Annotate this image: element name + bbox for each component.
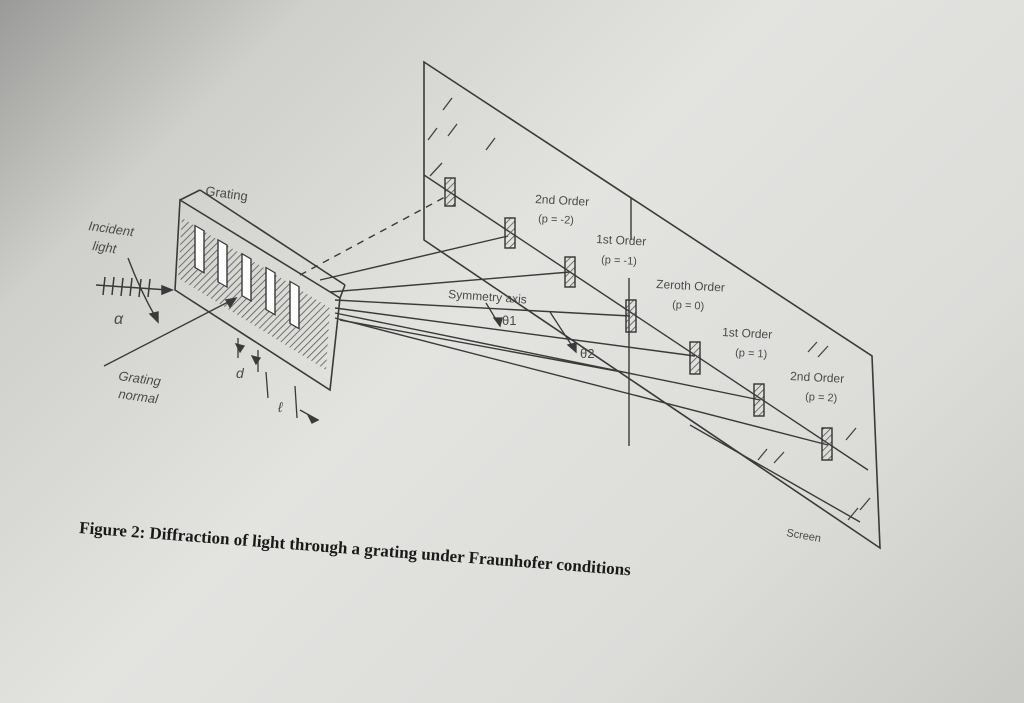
screen-lower-line: [689, 424, 861, 523]
screen-ticks: [427, 97, 871, 521]
theta1-label: θ1: [502, 313, 516, 328]
symmetry-axis-label: Symmetry axis: [448, 287, 527, 306]
order-1-name: 1st Order: [722, 325, 773, 342]
grating-label: Grating: [205, 183, 249, 204]
diffraction-rays: [299, 196, 829, 446]
order-mark-neg2: [504, 217, 516, 249]
order-neg2-name: 2nd Order: [535, 192, 590, 209]
grating-normal-label-1: Grating: [118, 368, 163, 389]
order-marks: [444, 177, 833, 461]
d-label: d: [236, 365, 245, 381]
screen-plane: [423, 60, 881, 550]
order-mark-2-right: [821, 427, 833, 461]
dimension-markers: [234, 338, 320, 424]
incident-label-2: light: [92, 238, 119, 256]
grating-normal: [103, 257, 238, 367]
grating-normal-label-2: normal: [118, 386, 161, 407]
order-0-value: (p = 0): [672, 299, 705, 313]
incident-light: [95, 276, 175, 298]
order-neg1-name: 1st Order: [596, 232, 647, 249]
order-mark-neg2-left: [444, 177, 456, 207]
order-mark-0: [625, 299, 637, 333]
screen-diagonal: [423, 174, 869, 471]
order-mark-2: [753, 383, 765, 417]
theta2-label: θ2: [580, 346, 594, 361]
diagram-labels: Incident light α Grating normal Grating …: [88, 183, 845, 545]
l-label: ℓ: [277, 399, 283, 415]
order-2-name: 2nd Order: [790, 369, 845, 386]
order-mark-neg1: [564, 256, 576, 288]
grating: [174, 189, 346, 392]
alpha-label: α: [114, 311, 124, 328]
order-neg2-value: (p = -2): [538, 213, 574, 227]
order-2-value: (p = 2): [805, 391, 838, 405]
screen-label: Screen: [785, 527, 821, 545]
order-1-value: (p = 1): [735, 347, 768, 361]
order-0-name: Zeroth Order: [656, 277, 725, 295]
order-mark-1: [689, 341, 701, 375]
symmetry-axis-arrows: [485, 302, 577, 354]
order-neg1-value: (p = -1): [601, 254, 637, 268]
incident-label-1: Incident: [88, 218, 137, 239]
